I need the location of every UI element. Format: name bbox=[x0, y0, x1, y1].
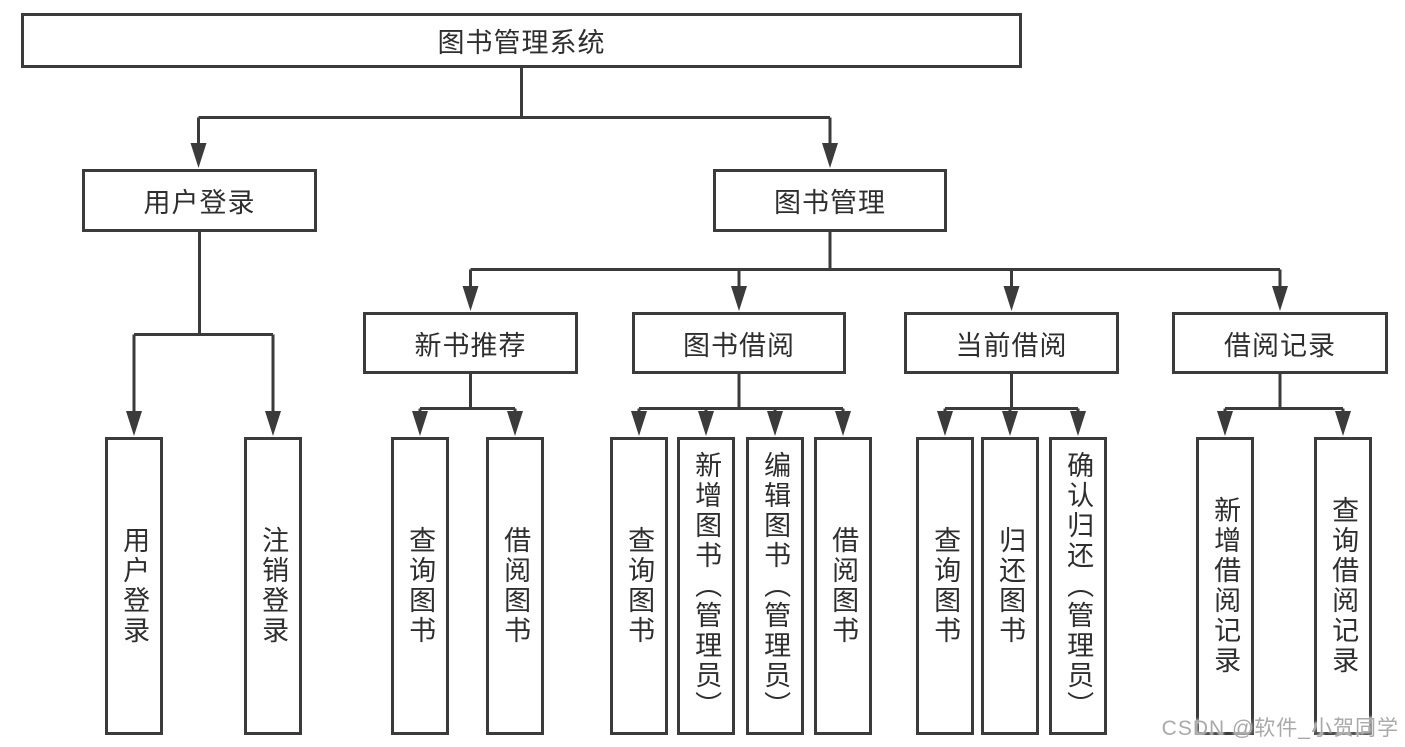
node-label: 当前借阅 bbox=[955, 330, 1068, 361]
leaf-label: 查询图书 bbox=[930, 526, 961, 646]
node-user-login: 用户登录 bbox=[82, 169, 317, 232]
leaf-label: 借阅图书 bbox=[828, 526, 859, 646]
node-current-borrowing: 当前借阅 bbox=[904, 312, 1119, 374]
arrow-down-icon bbox=[190, 143, 838, 168]
node-borrowing-records: 借阅记录 bbox=[1172, 312, 1388, 374]
node-label: 借阅记录 bbox=[1224, 330, 1336, 361]
leaf-label: 新增借阅记录 bbox=[1210, 496, 1241, 676]
node-label: 用户登录 bbox=[143, 188, 256, 218]
connector-root-to-level2 bbox=[190, 68, 838, 168]
leaf-recommend-query-books: 查询图书 bbox=[391, 437, 449, 735]
connector-lines bbox=[1223, 374, 1345, 413]
connector-current-borrowing-to-leaves bbox=[937, 374, 1086, 436]
connector-user-login-to-leaves bbox=[126, 232, 281, 436]
leaf-current-confirm-return-admin: 确认归还（管理员） bbox=[1049, 437, 1107, 735]
node-label: 图书借阅 bbox=[683, 330, 795, 361]
node-label: 图书管理系统 bbox=[437, 28, 606, 58]
leaf-current-return-books: 归还图书 bbox=[981, 437, 1039, 735]
leaf-label: 查询借阅记录 bbox=[1328, 496, 1359, 676]
leaf-borrowing-edit-books-admin: 编辑图书（管理员） bbox=[746, 437, 804, 735]
arrow-down-icon bbox=[937, 411, 1086, 436]
node-book-management: 图书管理 bbox=[713, 169, 947, 232]
leaf-label: 查询图书 bbox=[624, 526, 655, 646]
leaf-label: 借阅图书 bbox=[500, 526, 531, 646]
connector-lines bbox=[132, 232, 275, 412]
leaf-records-add-borrow-record: 新增借阅记录 bbox=[1196, 437, 1254, 735]
connector-lines bbox=[197, 68, 832, 144]
node-root-system: 图书管理系统 bbox=[21, 13, 1022, 68]
arrow-down-icon bbox=[462, 286, 1288, 311]
arrow-down-icon bbox=[412, 411, 523, 436]
leaf-label: 新增图书（管理员） bbox=[691, 451, 722, 721]
leaf-records-query-borrow-record: 查询借阅记录 bbox=[1314, 437, 1372, 735]
node-book-borrowing: 图书借阅 bbox=[632, 312, 846, 374]
node-new-book-recommendation: 新书推荐 bbox=[363, 312, 578, 374]
leaf-label: 编辑图书（管理员） bbox=[760, 451, 791, 721]
leaf-label: 查询图书 bbox=[405, 526, 436, 646]
connector-lines bbox=[418, 374, 517, 413]
leaf-borrowing-add-books-admin: 新增图书（管理员） bbox=[677, 437, 735, 735]
leaf-label: 用户登录 bbox=[119, 526, 150, 646]
leaf-label: 归还图书 bbox=[995, 526, 1026, 646]
csdn-watermark: CSDN @软件_小贺同学 bbox=[1161, 717, 1399, 740]
connector-new-book-to-leaves bbox=[412, 374, 523, 436]
connector-lines bbox=[943, 374, 1080, 413]
leaf-current-query-books: 查询图书 bbox=[916, 437, 974, 735]
connector-book-management-to-level3 bbox=[462, 232, 1288, 311]
leaf-borrowing-query-books: 查询图书 bbox=[610, 437, 668, 735]
node-label: 新书推荐 bbox=[414, 330, 527, 361]
connector-lines bbox=[637, 374, 845, 413]
leaf-label: 确认归还（管理员） bbox=[1063, 451, 1094, 721]
connector-borrowing-records-to-leaves bbox=[1217, 374, 1351, 436]
leaf-recommend-borrow-books: 借阅图书 bbox=[486, 437, 544, 735]
leaf-logout-login: 注销登录 bbox=[244, 437, 302, 735]
connector-lines bbox=[469, 232, 1282, 287]
arrow-down-icon bbox=[1217, 411, 1351, 436]
arrow-down-icon bbox=[631, 411, 851, 436]
connector-book-borrowing-to-leaves bbox=[631, 374, 851, 436]
leaf-borrowing-borrow-books: 借阅图书 bbox=[814, 437, 872, 735]
arrow-down-icon bbox=[126, 411, 281, 436]
leaf-user-login: 用户登录 bbox=[105, 437, 163, 735]
node-label: 图书管理 bbox=[774, 188, 886, 218]
leaf-label: 注销登录 bbox=[258, 526, 289, 646]
